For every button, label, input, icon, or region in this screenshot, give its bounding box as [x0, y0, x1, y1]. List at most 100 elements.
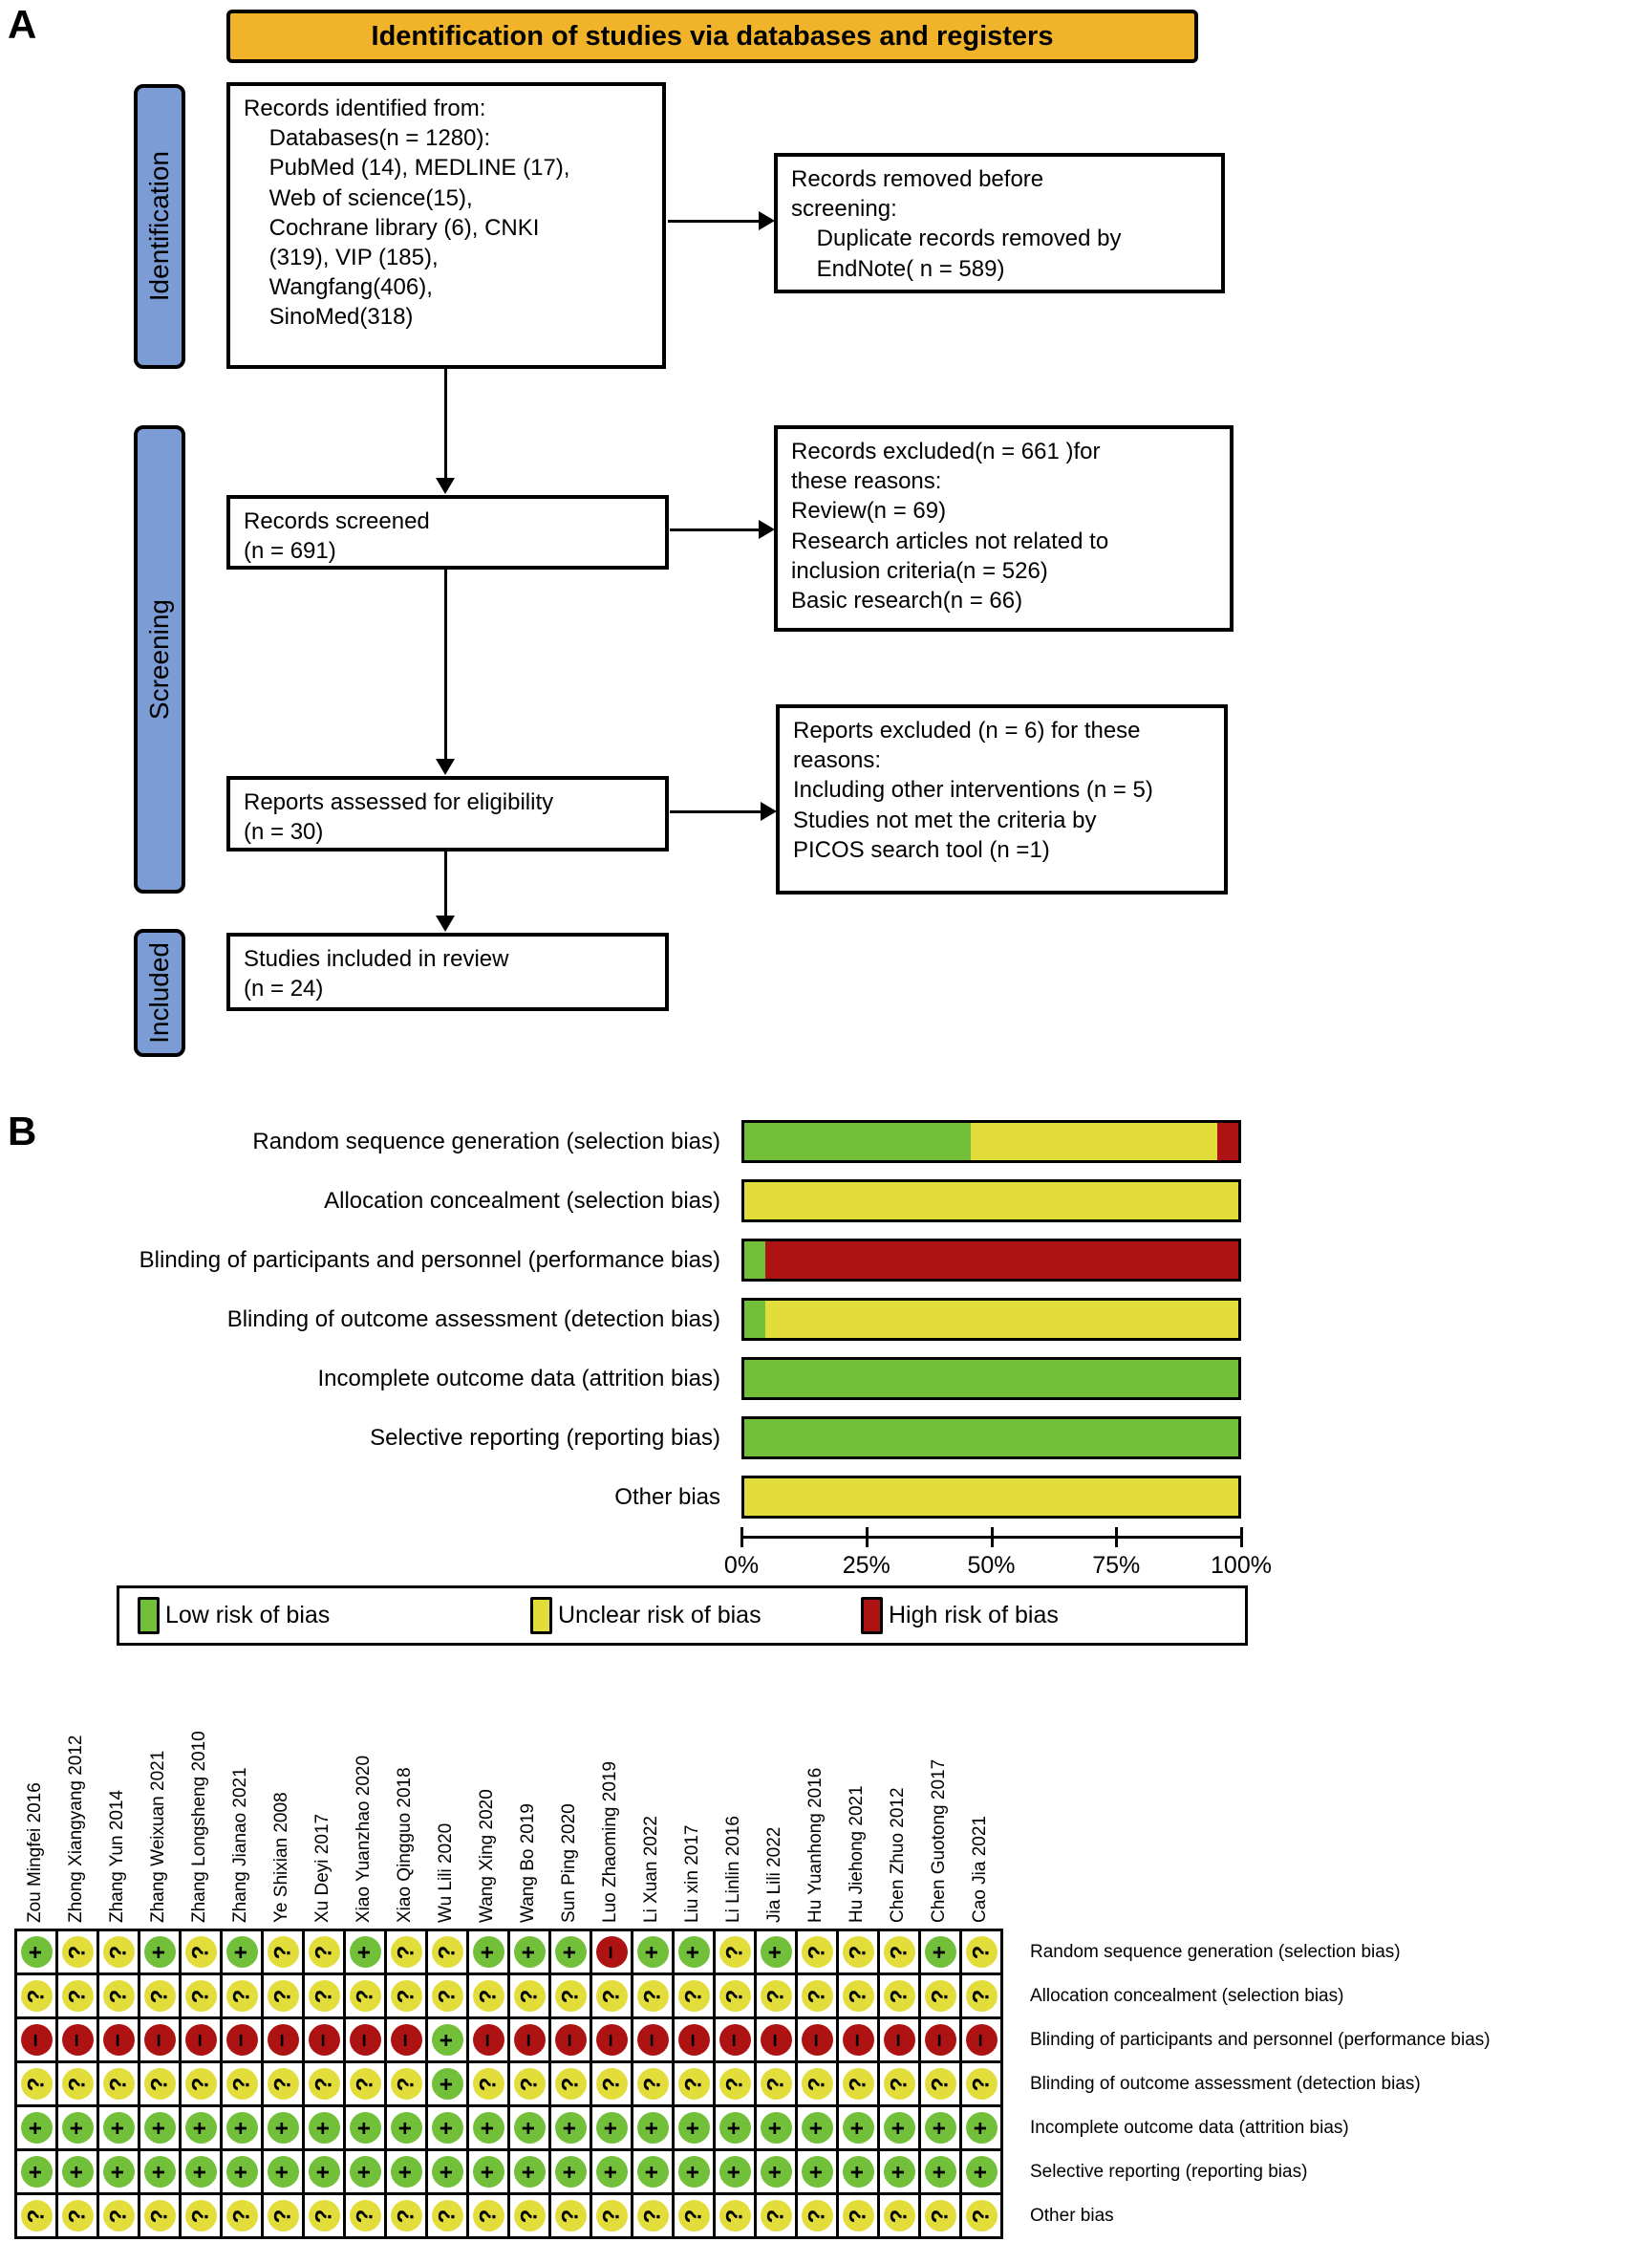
tl-judgement-circle: ?: [760, 2068, 792, 2100]
tl-judgement-symbol: +: [926, 2121, 953, 2135]
tl-judgement-circle: −: [595, 2024, 628, 2056]
tl-cell: −: [713, 2016, 757, 2063]
tl-judgement-symbol: ?: [679, 2077, 706, 2091]
tl-cell: ?: [302, 1973, 346, 2019]
tl-judgement-symbol: ?: [926, 2209, 953, 2223]
tl-judgement-circle: +: [431, 2068, 463, 2100]
tl-judgement-symbol: +: [433, 2077, 460, 2091]
tl-cell: ?: [754, 1973, 798, 2019]
tl-cell: −: [590, 2016, 633, 2063]
tl-judgement-symbol: +: [679, 2165, 706, 2179]
box-reports-assessed: Reports assessed for eligibility (n = 30…: [226, 776, 669, 852]
tl-judgement-symbol: ?: [679, 1989, 706, 2003]
tl-judgement-circle: +: [554, 2156, 587, 2188]
tl-judgement-circle: −: [20, 2024, 53, 2056]
tl-judgement-circle: +: [143, 1936, 176, 1968]
rob-bar-segment: [764, 1301, 1238, 1338]
tl-judgement-circle: +: [513, 1936, 546, 1968]
tl-judgement-circle: −: [677, 2024, 710, 2056]
study-label: Zhang Weixuan 2021: [147, 1750, 168, 1923]
tl-judgement-symbol: +: [597, 2121, 624, 2135]
tl-cell: ?: [343, 1973, 387, 2019]
axis-tick: [740, 1527, 743, 1547]
tl-judgement-symbol: ?: [268, 2209, 295, 2223]
tl-cell: +: [713, 2148, 757, 2195]
tl-row-label: Selective reporting (reporting bias): [1030, 2161, 1308, 2182]
tl-judgement-circle: +: [349, 2156, 381, 2188]
tl-cell: +: [14, 2148, 58, 2195]
tl-cell: ?: [713, 2192, 757, 2239]
tl-cell: ?: [507, 1973, 551, 2019]
tl-judgement-circle: ?: [801, 1980, 833, 2012]
tl-cell: ?: [918, 2060, 962, 2107]
tl-cell: ?: [466, 2060, 510, 2107]
tl-judgement-circle: ?: [390, 1980, 422, 2012]
tl-judgement-symbol: +: [310, 2165, 336, 2179]
tl-cell: ?: [548, 2060, 592, 2107]
tl-judgement-circle: ?: [61, 2068, 94, 2100]
tl-judgement-symbol: +: [351, 2121, 377, 2135]
tl-judgement-symbol: +: [433, 2033, 460, 2047]
tl-judgement-symbol: +: [885, 2121, 912, 2135]
tl-judgement-symbol: +: [844, 2121, 870, 2135]
tl-cell: +: [14, 1929, 58, 1975]
tl-cell: +: [795, 2104, 839, 2151]
box-records-excluded: Records excluded(n = 661 )for these reas…: [774, 425, 1234, 632]
tl-judgement-circle: ?: [472, 2200, 504, 2231]
tl-cell: +: [672, 2104, 716, 2151]
tl-judgement-symbol: +: [762, 2165, 788, 2179]
tl-cell: +: [631, 1929, 675, 1975]
tl-judgement-circle: +: [719, 2112, 751, 2144]
tl-judgement-symbol: ?: [885, 2077, 912, 2091]
tl-judgement-symbol: ?: [63, 2209, 90, 2223]
tl-judgement-circle: +: [102, 2112, 135, 2144]
tl-cell: ?: [55, 1973, 99, 2019]
tl-cell: −: [261, 2016, 305, 2063]
rob-bar: [741, 1239, 1241, 1282]
tl-judgement-circle: ?: [390, 2200, 422, 2231]
tl-judgement-symbol: +: [104, 2121, 131, 2135]
tl-judgement-symbol: ?: [63, 1945, 90, 1959]
axis-tick: [1115, 1527, 1119, 1547]
tl-judgement-circle: ?: [184, 2200, 217, 2231]
tl-judgement-symbol: ?: [720, 1945, 747, 1959]
rob-bar-segment: [1217, 1123, 1238, 1160]
tl-judgement-circle: ?: [431, 2200, 463, 2231]
tl-judgement-symbol: +: [145, 2121, 172, 2135]
tl-judgement-symbol: ?: [967, 1989, 994, 2003]
tl-judgement-circle: +: [677, 2156, 710, 2188]
tl-judgement-symbol: ?: [433, 2209, 460, 2223]
tl-judgement-circle: +: [842, 2156, 874, 2188]
tl-judgement-symbol: ?: [762, 1989, 788, 2003]
study-label: Hu Yuanhong 2016: [805, 1767, 826, 1923]
tl-judgement-circle: −: [636, 2024, 669, 2056]
tl-judgement-circle: ?: [472, 1980, 504, 2012]
tl-cell: ?: [836, 2060, 880, 2107]
tl-judgement-circle: −: [267, 2024, 299, 2056]
tl-judgement-symbol: ?: [679, 2209, 706, 2223]
tl-cell: ?: [425, 1929, 469, 1975]
tl-judgement-circle: +: [677, 2112, 710, 2144]
tl-cell: ?: [343, 2060, 387, 2107]
rob-bar: [741, 1120, 1241, 1163]
tl-judgement-symbol: −: [556, 2033, 583, 2047]
box-records-removed: Records removed before screening: Duplic…: [774, 153, 1225, 293]
tl-judgement-symbol: ?: [762, 2077, 788, 2091]
rob-bar-segment: [764, 1241, 1238, 1279]
tl-judgement-symbol: +: [186, 2165, 213, 2179]
tl-cell: −: [918, 2016, 962, 2063]
tl-judgement-circle: +: [349, 1936, 381, 1968]
arrow-head-identified-to-removed: [759, 211, 775, 230]
tl-judgement-symbol: +: [515, 1945, 542, 1959]
tl-judgement-circle: +: [801, 2112, 833, 2144]
tl-judgement-symbol: ?: [104, 2077, 131, 2091]
tl-judgement-symbol: +: [762, 1945, 788, 1959]
tl-judgement-circle: ?: [719, 2200, 751, 2231]
tl-cell: −: [138, 2016, 182, 2063]
legend-swatch: [861, 1597, 883, 1634]
tl-judgement-circle: ?: [801, 1936, 833, 1968]
tl-judgement-circle: +: [965, 2156, 998, 2188]
tl-cell: +: [97, 2148, 140, 2195]
tl-cell: ?: [384, 2192, 428, 2239]
arrow-head-identified-to-screened: [436, 478, 455, 494]
